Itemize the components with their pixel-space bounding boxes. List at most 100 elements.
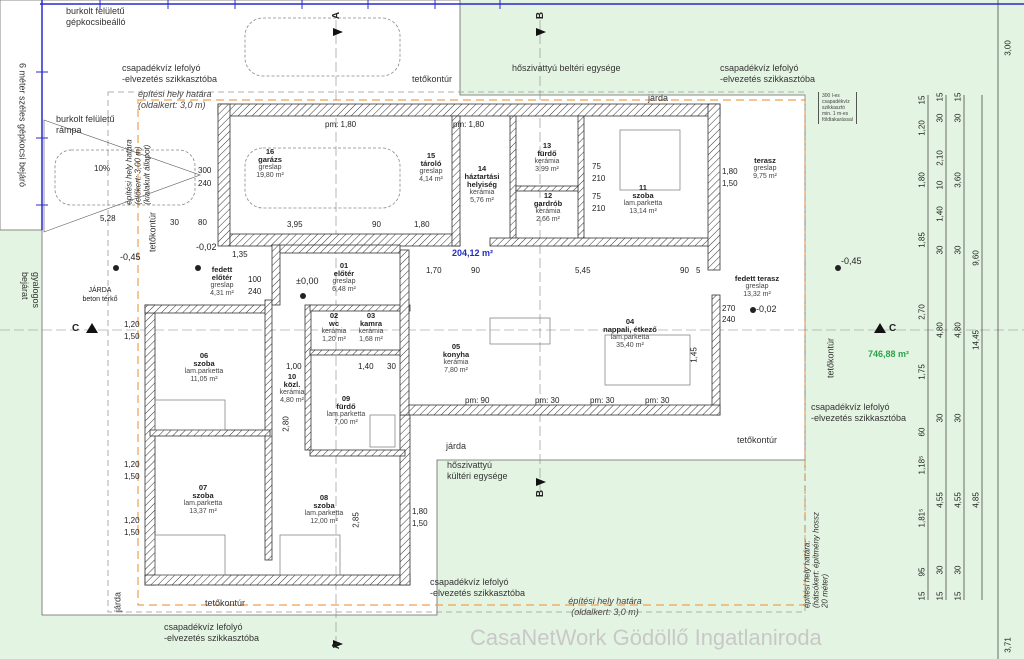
drain-label: csapadékvíz lefolyó-elvezetés szikkasztó…: [811, 402, 906, 424]
dimension: 3,95: [287, 220, 303, 229]
label-line: 300 l-es: [822, 93, 840, 99]
room-number: 03: [366, 311, 376, 320]
dimension: pm: 1,80: [453, 120, 485, 129]
level-value: -0,45: [841, 256, 862, 266]
drain-label: csapadékvíz lefolyó-elvezetés szikkasztó…: [122, 63, 217, 85]
label-line: JÁRDA: [88, 287, 112, 294]
room-area: 7,00 m²: [334, 419, 358, 426]
drain-label: csapadékvíz lefolyó-elvezetés szikkasztó…: [164, 622, 259, 644]
room-number: 05: [451, 342, 461, 351]
room-floor: greslap: [210, 282, 234, 289]
label-line: csapadékvíz: [822, 99, 850, 105]
room-name: szoba: [193, 359, 215, 368]
room-area: 13,14 m²: [629, 208, 657, 215]
grid-ticks: [36, 0, 501, 206]
room-floor: kerámia: [534, 158, 560, 165]
dimension: 4,80: [953, 322, 963, 338]
roof-contour-label: tetőkontúr: [825, 337, 836, 379]
roof-contour: [107, 91, 806, 613]
bed: [279, 534, 341, 576]
dimension: 1,80: [917, 172, 927, 188]
watermark: CasaNetWork Gödöllő Ingatlaniroda: [470, 625, 822, 650]
heatpump-indoor-label: hőszivattyú beltéri egysége: [512, 63, 621, 73]
label-line: burkolt felületű: [66, 6, 125, 16]
dimension: 100: [248, 275, 262, 284]
room-name: háztartási helyiség: [464, 172, 500, 189]
room-area: 11,05 m²: [190, 376, 218, 383]
dimension: 1,70: [426, 266, 442, 275]
level-value: -0,45: [120, 252, 141, 262]
dimension: 30: [387, 362, 396, 371]
dimension: 15: [935, 92, 945, 102]
section-label: A: [331, 641, 343, 650]
room-floor: kerámia: [469, 189, 495, 196]
dimension: 75: [592, 162, 601, 171]
dimension: 1,50: [124, 528, 140, 537]
dimension: 1,81⁵: [917, 508, 927, 528]
roof-contour-label: tetőkontúr: [147, 211, 158, 253]
room-area: 35,40 m²: [616, 342, 644, 349]
room-floor: lam.parketta: [184, 368, 224, 375]
side-boundary-label: építési hely határa(oldalkert: 3,0 m): [138, 89, 212, 111]
dimension: 1,50: [124, 332, 140, 341]
label-line: építési hely határa: [124, 139, 134, 205]
label-line: (hátsókert: építmény hossz: [811, 511, 821, 609]
room-number: 04: [625, 317, 635, 326]
room-number: 11: [639, 183, 647, 192]
built-area: 204,12 m²: [452, 248, 494, 258]
dimension: 5: [696, 266, 701, 275]
room-number: 16: [265, 147, 275, 156]
label-line: földtakarással: [822, 117, 853, 123]
dimension: 4,55: [935, 492, 945, 508]
section-label: C: [889, 323, 897, 334]
room-number: 06: [199, 351, 209, 360]
room-number: 07: [198, 483, 208, 492]
room-name: konyha: [442, 350, 470, 359]
room-number: 09: [341, 394, 351, 403]
label-line: csapadékvíz lefolyó: [430, 577, 509, 587]
level-value: -0,02: [756, 304, 777, 314]
dimension: 240: [198, 179, 212, 188]
label-line: -elvezetés szikkasztóba: [720, 74, 816, 84]
dimension: 210: [592, 174, 606, 183]
label-line: bejárat: [20, 271, 30, 300]
dimension: 2,10: [935, 150, 945, 166]
room-floor: lam.parketta: [183, 500, 223, 507]
bed: [154, 534, 226, 576]
room-area: 1,68 m²: [359, 336, 383, 343]
room-number: 14: [477, 164, 487, 173]
front-boundary-label: építési hely határa(előkert: 3,00 m)(kia…: [125, 139, 152, 204]
room-floor: kerámia: [358, 328, 384, 335]
room-floor: greslap: [332, 278, 356, 285]
room-name: tároló: [420, 159, 442, 168]
room-area: 4,80 m²: [280, 397, 304, 404]
bed: [619, 129, 681, 191]
dimension: pm: 30: [590, 396, 615, 405]
label-line: hőszivattyú: [447, 460, 493, 470]
room-number: 10: [287, 372, 297, 381]
dimension: 75: [592, 192, 601, 201]
dimension: 240: [722, 315, 736, 324]
label-line: -elvezetés szikkasztóba: [164, 633, 260, 643]
room-number: 15: [426, 151, 436, 160]
label-line: csapadékvíz lefolyó: [811, 402, 890, 412]
dimension: 270: [722, 304, 736, 313]
room-floor: greslap: [753, 165, 777, 172]
dimension: 2,70: [917, 304, 927, 320]
room-number: 02: [329, 311, 339, 320]
dimension: 1,20: [917, 120, 927, 136]
dimension: pm: 1,80: [325, 120, 357, 129]
car-outline: [54, 17, 401, 209]
dimension: 1,00: [286, 362, 302, 371]
